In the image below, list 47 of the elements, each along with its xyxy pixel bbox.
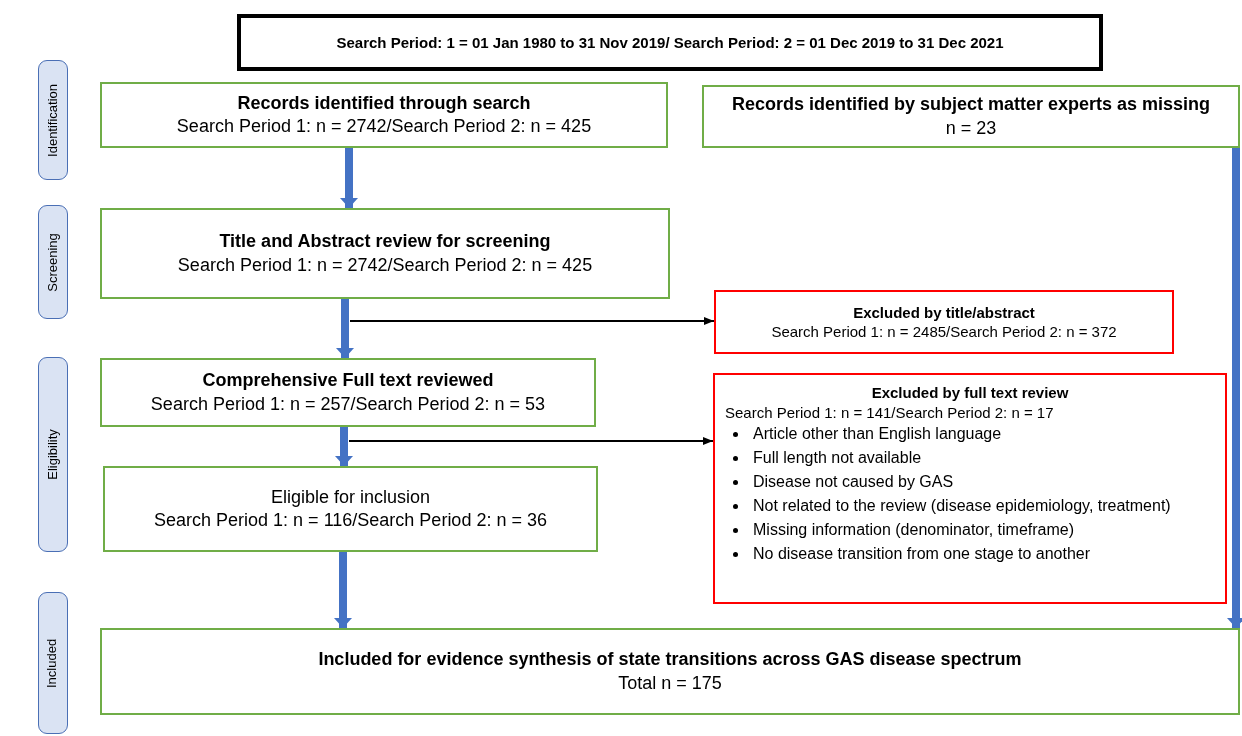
exclusion-reason: Full length not available xyxy=(753,449,922,466)
exclusion-reason: Disease not caused by GAS xyxy=(753,473,954,490)
count-text: Total n = 175 xyxy=(618,671,722,695)
header-box xyxy=(237,14,1103,71)
box-heading: Excluded by title/abstract xyxy=(853,302,1035,322)
header-text: Search Period: 1 = 01 Jan 1980 to 31 Nov 2019/ Search Period: 2 = 01 Dec 2019 to 31 Dec 2021 xyxy=(336,32,1004,53)
stage-label: Eligibility xyxy=(44,429,61,480)
stage-label: Screening xyxy=(44,232,61,292)
stage-band xyxy=(38,357,68,552)
count-text: Search Period 1: n = 141/Search Period 2: n = 17 xyxy=(725,402,1055,422)
arrow xyxy=(348,437,714,445)
box-heading: Comprehensive Full text reviewed xyxy=(202,369,494,393)
process-box xyxy=(103,466,598,552)
box-heading: Records identified through search xyxy=(237,91,531,115)
stage-label: Identification xyxy=(44,83,61,157)
process-box xyxy=(100,628,1240,715)
arrow xyxy=(340,148,358,208)
exclusion-reason: No disease transition from one stage to another xyxy=(753,545,1091,562)
arrow xyxy=(1227,148,1242,628)
exclusion-reason: Not related to the review (disease epidemiology, treatment) xyxy=(753,497,1171,514)
exclusion-reason: Article other than English language xyxy=(753,425,1002,442)
arrow xyxy=(334,552,352,628)
count-text: Search Period 1: n = 2742/Search Period 2: n = 425 xyxy=(177,253,593,277)
stage-band xyxy=(38,60,68,180)
box-heading: Eligible for inclusion xyxy=(270,485,431,509)
process-box xyxy=(100,82,668,148)
process-box xyxy=(100,208,670,299)
box-heading: Included for evidence synthesis of state transitions across GAS disease spectrum xyxy=(318,648,1022,672)
count-text: Search Period 1: n = 116/Search Period 2: n = 36 xyxy=(154,509,547,532)
process-box xyxy=(702,85,1240,148)
count-text: n = 23 xyxy=(945,116,997,140)
exclusion-reason: Missing information (denominator, timeframe) xyxy=(753,521,1074,538)
process-box xyxy=(100,358,596,427)
exclusion-box xyxy=(713,373,1227,604)
count-text: Search Period 1: n = 2485/Search Period 2: n = 372 xyxy=(771,322,1117,342)
count-text: Search Period 1: n = 257/Search Period 2: n = 53 xyxy=(150,392,546,416)
stage-band xyxy=(38,592,68,734)
exclusion-box xyxy=(714,290,1174,354)
arrow xyxy=(335,427,353,466)
count-text: Search Period 1: n = 2742/Search Period 2: n = 425 xyxy=(176,115,592,138)
stage-band xyxy=(38,205,68,319)
arrow xyxy=(336,299,354,358)
stage-label: Included xyxy=(44,638,61,688)
box-heading: Title and Abstract review for screening xyxy=(219,230,551,254)
box-heading: Records identified by subject matter experts as missing xyxy=(731,93,1211,117)
arrow xyxy=(349,317,715,325)
box-heading: Excluded by full text review xyxy=(871,383,1069,403)
